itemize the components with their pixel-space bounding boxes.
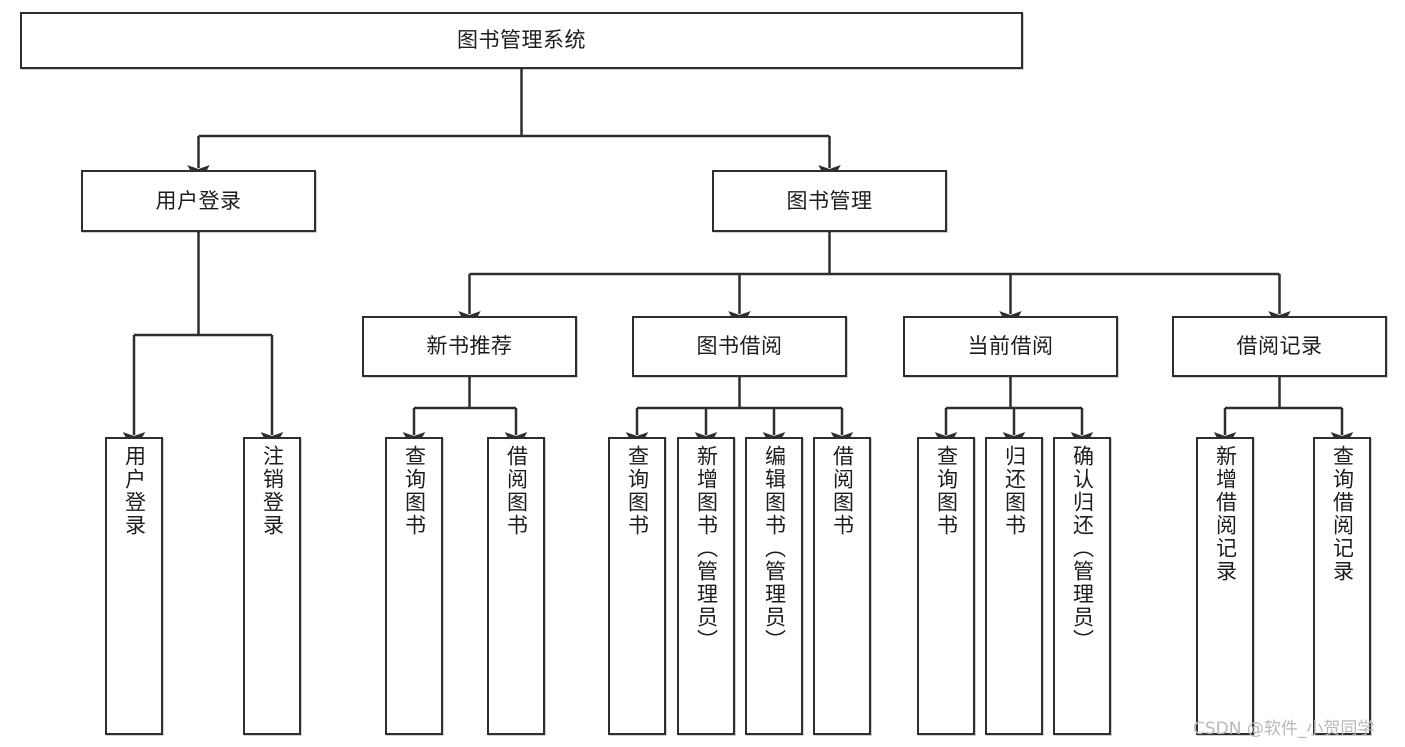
node-leaf-rec-borrow[interactable]: 借阅图书 xyxy=(487,437,545,735)
node-leaf-cur-confirm[interactable]: 确认归还（管理员） xyxy=(1053,437,1111,735)
node-leaf-cur-return[interactable]: 归还图书 xyxy=(985,437,1043,735)
node-leaf-rec-search[interactable]: 查询借阅记录 xyxy=(1313,437,1371,735)
node-label-leaf-cur-return: 归还图书 xyxy=(1002,445,1027,537)
node-leaf-logout[interactable]: 注销登录 xyxy=(243,437,301,735)
node-borrow-record[interactable]: 借阅记录 xyxy=(1172,316,1387,377)
node-leaf-brw-edit[interactable]: 编辑图书（管理员） xyxy=(745,437,803,735)
node-label-leaf-brw-query: 查询图书 xyxy=(625,445,650,537)
node-leaf-brw-borrow[interactable]: 借阅图书 xyxy=(813,437,871,735)
node-label-new-book-rec: 新书推荐 xyxy=(426,334,513,359)
node-label-root: 图书管理系统 xyxy=(457,28,586,53)
node-new-book-rec[interactable]: 新书推荐 xyxy=(362,316,577,377)
node-book-manage[interactable]: 图书管理 xyxy=(712,170,947,232)
node-label-leaf-rec-add: 新增借阅记录 xyxy=(1213,445,1238,583)
node-label-leaf-logout: 注销登录 xyxy=(260,445,285,537)
node-leaf-brw-add[interactable]: 新增图书（管理员） xyxy=(677,437,735,735)
node-label-book-manage: 图书管理 xyxy=(786,188,873,213)
node-leaf-user-login[interactable]: 用户登录 xyxy=(105,437,163,735)
node-leaf-rec-add[interactable]: 新增借阅记录 xyxy=(1196,437,1254,735)
node-current-borrow[interactable]: 当前借阅 xyxy=(903,316,1118,377)
node-label-leaf-rec-query: 查询图书 xyxy=(402,445,427,537)
node-label-leaf-rec-search: 查询借阅记录 xyxy=(1330,445,1355,583)
node-label-leaf-cur-query: 查询图书 xyxy=(934,445,959,537)
node-label-leaf-user-login: 用户登录 xyxy=(122,445,147,537)
node-label-borrow-record: 借阅记录 xyxy=(1236,334,1323,359)
node-label-leaf-brw-edit: 编辑图书（管理员） xyxy=(762,445,787,652)
node-label-book-borrow: 图书借阅 xyxy=(696,334,783,359)
node-label-current-borrow: 当前借阅 xyxy=(967,334,1054,359)
node-root[interactable]: 图书管理系统 xyxy=(20,12,1023,69)
node-leaf-brw-query[interactable]: 查询图书 xyxy=(608,437,666,735)
node-label-leaf-cur-confirm: 确认归还（管理员） xyxy=(1070,445,1095,652)
node-label-leaf-brw-add: 新增图书（管理员） xyxy=(694,445,719,652)
node-user-login[interactable]: 用户登录 xyxy=(81,170,316,232)
node-label-leaf-rec-borrow: 借阅图书 xyxy=(504,445,529,537)
edge-group xyxy=(122,69,1354,452)
node-label-user-login: 用户登录 xyxy=(155,188,242,213)
node-book-borrow[interactable]: 图书借阅 xyxy=(632,316,847,377)
node-leaf-rec-query[interactable]: 查询图书 xyxy=(385,437,443,735)
node-leaf-cur-query[interactable]: 查询图书 xyxy=(917,437,975,735)
node-label-leaf-brw-borrow: 借阅图书 xyxy=(830,445,855,537)
csdn-watermark: CSDN @软件_小贺同学 xyxy=(1193,719,1375,739)
